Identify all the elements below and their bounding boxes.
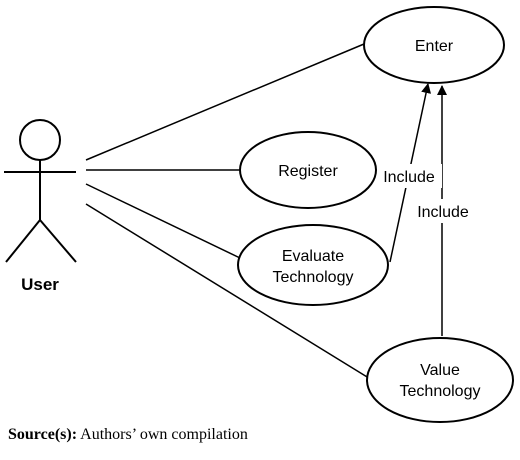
association-enter — [85, 43, 365, 161]
use-case-value-label-line2: Technology — [400, 383, 481, 400]
association-evaluate — [85, 183, 241, 259]
caption-source-text: Authors’ own compilation — [77, 426, 248, 443]
actor-head — [19, 119, 61, 161]
use-case-enter-ellipse — [363, 6, 505, 84]
use-case-evaluate-ellipse — [237, 224, 389, 306]
include-label-bg-2 — [410, 199, 476, 223]
use-case-evaluate-label-line1: Evaluate — [282, 248, 344, 265]
use-case-enter: Enter — [363, 6, 505, 84]
actor-left-leg — [5, 219, 41, 263]
use-case-value-ellipse — [366, 337, 514, 423]
use-case-evaluate-technology: Evaluate Technology — [237, 224, 389, 306]
caption-source-label: Source(s): — [8, 426, 78, 443]
include-label-value: Include — [417, 204, 469, 221]
use-case-enter-label: Enter — [415, 38, 454, 55]
association-value — [85, 203, 373, 381]
use-case-evaluate-label-line2: Technology — [273, 269, 354, 286]
use-case-value-label-line1: Value — [420, 362, 460, 379]
use-case-value-technology: Value Technology — [366, 337, 514, 423]
include-label-evaluate: Include — [383, 169, 435, 186]
actor-user — [4, 119, 77, 263]
use-case-register-label: Register — [278, 163, 338, 180]
use-case-register-ellipse — [239, 131, 377, 209]
use-case-register: Register — [239, 131, 377, 209]
include-label-bg-1 — [376, 164, 442, 188]
actor-label: User — [21, 275, 59, 294]
actor-right-leg — [39, 219, 77, 263]
figure-caption: Source(s): Authors’ own compilation — [8, 426, 248, 444]
